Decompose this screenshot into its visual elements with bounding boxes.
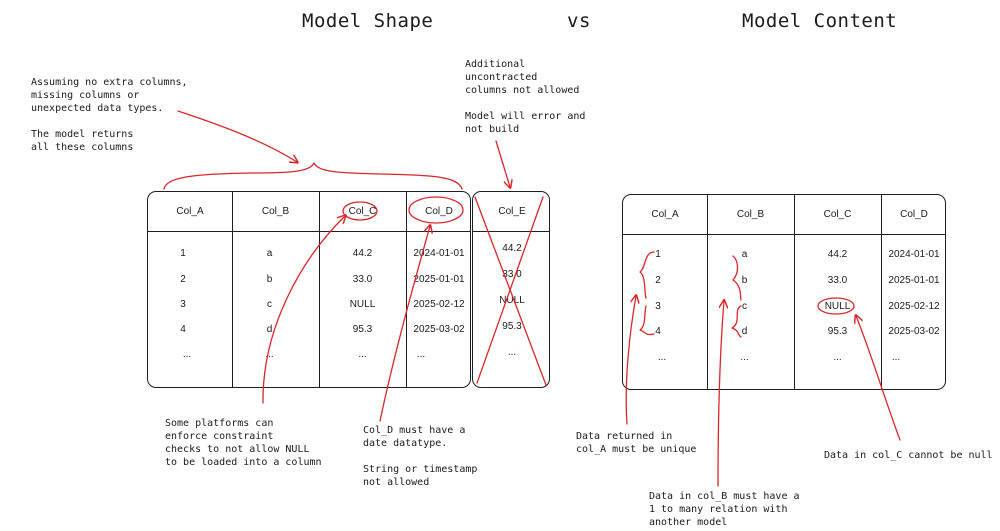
header-divider xyxy=(623,234,945,235)
shape-cell: ... xyxy=(265,349,274,360)
content-cell: 2 xyxy=(655,275,661,286)
additional-arrow xyxy=(495,140,510,187)
content-header-col-b: Col_B xyxy=(736,209,765,220)
note-additional-columns: Additional uncontracted columns not allo… xyxy=(465,59,586,135)
content-cell: 2025-03-02 xyxy=(888,326,940,337)
shape-columns-brace xyxy=(163,162,463,190)
note-assumption: Assuming no extra columns, missing colum… xyxy=(31,77,188,153)
shape-cell: 2024-01-01 xyxy=(413,248,465,259)
note-unique-col-a: Data returned in col_A must be unique xyxy=(576,431,697,455)
content-cell: NULL xyxy=(824,301,851,312)
content-cell: a xyxy=(741,249,748,260)
shape-cell: b xyxy=(266,274,273,285)
extra-cell: ... xyxy=(507,347,517,358)
title-model-shape: Model Shape xyxy=(302,10,434,32)
shape-cell: ... xyxy=(182,349,192,360)
shape-cell: c xyxy=(267,299,272,310)
shape-header-col-c: Col_C xyxy=(348,206,377,217)
title-vs: vs xyxy=(567,10,591,32)
model-content-table: Col_A Col_B Col_C Col_D 1 a 44.2 2024-01… xyxy=(622,194,946,390)
content-cell: ... xyxy=(740,352,749,363)
column-divider xyxy=(707,195,708,389)
shape-cell: ... xyxy=(358,349,367,360)
content-cell: 1 xyxy=(655,249,661,260)
shape-cell: ... xyxy=(416,349,426,360)
content-cell: 2024-01-01 xyxy=(888,249,940,260)
note-col-c-not-null: Data in col_C cannot be null xyxy=(824,450,993,461)
content-cell: c xyxy=(742,301,747,312)
column-divider xyxy=(881,195,882,389)
shape-cell: 2025-02-12 xyxy=(413,299,465,310)
extra-column-table: Col_E 44.2 33.0 NULL 95.3 ... xyxy=(472,191,550,388)
shape-cell: 2025-01-01 xyxy=(413,274,465,285)
content-cell: ... xyxy=(657,352,667,363)
extra-cell: 95.3 xyxy=(502,321,522,332)
shape-cell: 4 xyxy=(180,324,186,335)
note-constraint-checks: Some platforms can enforce constraint ch… xyxy=(165,418,322,468)
shape-cell: 2025-03-02 xyxy=(413,324,465,335)
shape-cell: NULL xyxy=(349,299,376,310)
content-header-col-a: Col_A xyxy=(651,209,679,220)
column-divider xyxy=(232,192,233,387)
content-cell: d xyxy=(741,326,748,337)
shape-header-col-d: Col_D xyxy=(425,206,453,217)
content-cell: 44.2 xyxy=(827,249,848,260)
note-relation-col-b: Data in col_B must have a 1 to many rela… xyxy=(649,491,800,528)
content-cell: 2025-02-12 xyxy=(888,301,940,312)
shape-header-col-a: Col_A xyxy=(176,206,204,217)
extra-header-col-e: Col_E xyxy=(498,206,526,217)
content-cell: 3 xyxy=(655,301,661,312)
content-cell: b xyxy=(741,275,748,286)
assumption-arrow xyxy=(177,110,297,162)
shape-cell: 95.3 xyxy=(352,324,373,335)
header-divider xyxy=(473,231,549,232)
shape-cell: 44.2 xyxy=(352,248,373,259)
model-shape-table: Col_A Col_B Col_C Col_D 1 a 44.2 2024-01… xyxy=(147,191,471,388)
shape-cell: a xyxy=(266,248,273,259)
content-cell: 4 xyxy=(655,326,661,337)
shape-cell: 1 xyxy=(180,248,186,259)
shape-cell: 33.0 xyxy=(352,274,373,285)
content-cell: ... xyxy=(891,352,901,363)
title-model-content: Model Content xyxy=(742,10,898,32)
extra-cell: 33.0 xyxy=(502,269,522,280)
content-header-col-c: Col_C xyxy=(823,209,852,220)
extra-cell: 44.2 xyxy=(502,243,522,254)
shape-cell: 2 xyxy=(180,274,186,285)
shape-header-col-b: Col_B xyxy=(261,206,290,217)
content-cell: 2025-01-01 xyxy=(888,275,940,286)
extra-cell: NULL xyxy=(499,295,525,306)
shape-cell: 3 xyxy=(180,299,186,310)
content-cell: 95.3 xyxy=(827,326,848,337)
content-header-col-d: Col_D xyxy=(900,209,928,220)
header-divider xyxy=(148,231,470,232)
content-cell: 33.0 xyxy=(827,275,848,286)
column-divider xyxy=(794,195,795,389)
content-cell: ... xyxy=(833,352,842,363)
shape-cell: d xyxy=(266,324,273,335)
note-col-d-datatype: Col_D must have a date datatype. String … xyxy=(363,425,478,488)
